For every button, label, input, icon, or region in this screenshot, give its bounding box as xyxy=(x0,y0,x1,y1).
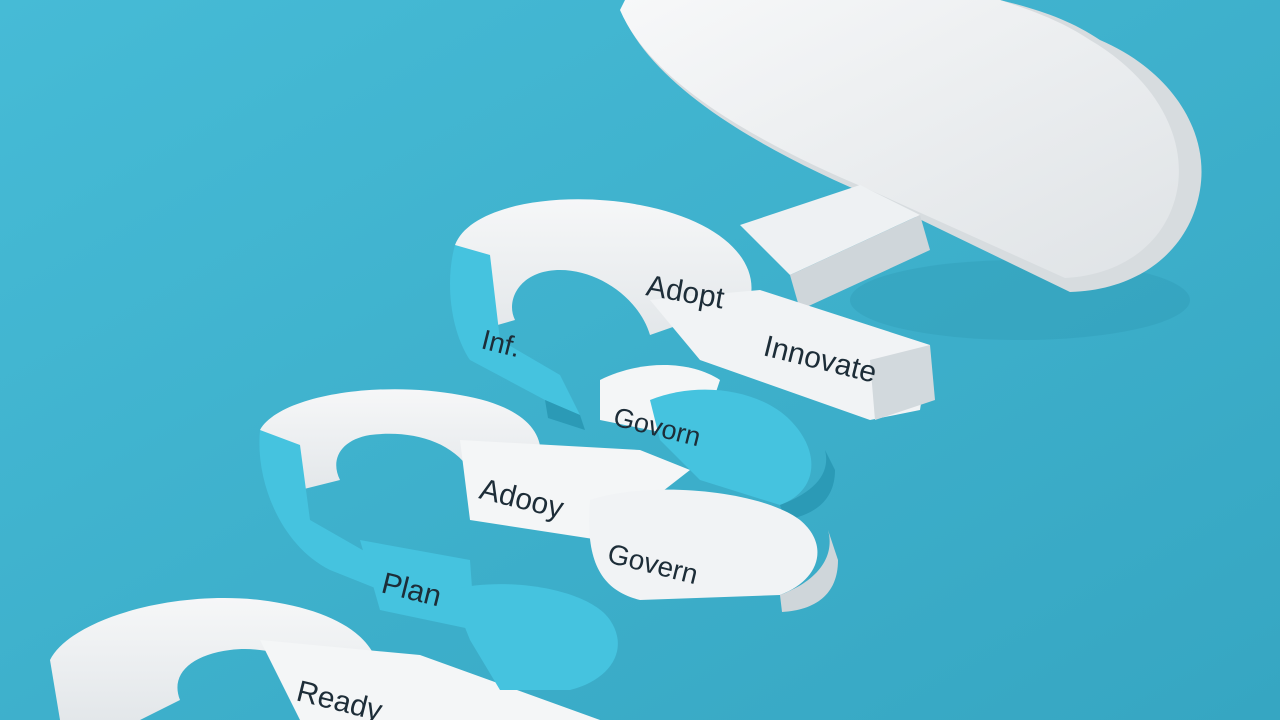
cloud-icon xyxy=(620,0,1202,340)
upper-chain-link xyxy=(450,199,935,520)
connector-beam xyxy=(740,185,930,310)
lower-chain-link xyxy=(50,584,618,720)
